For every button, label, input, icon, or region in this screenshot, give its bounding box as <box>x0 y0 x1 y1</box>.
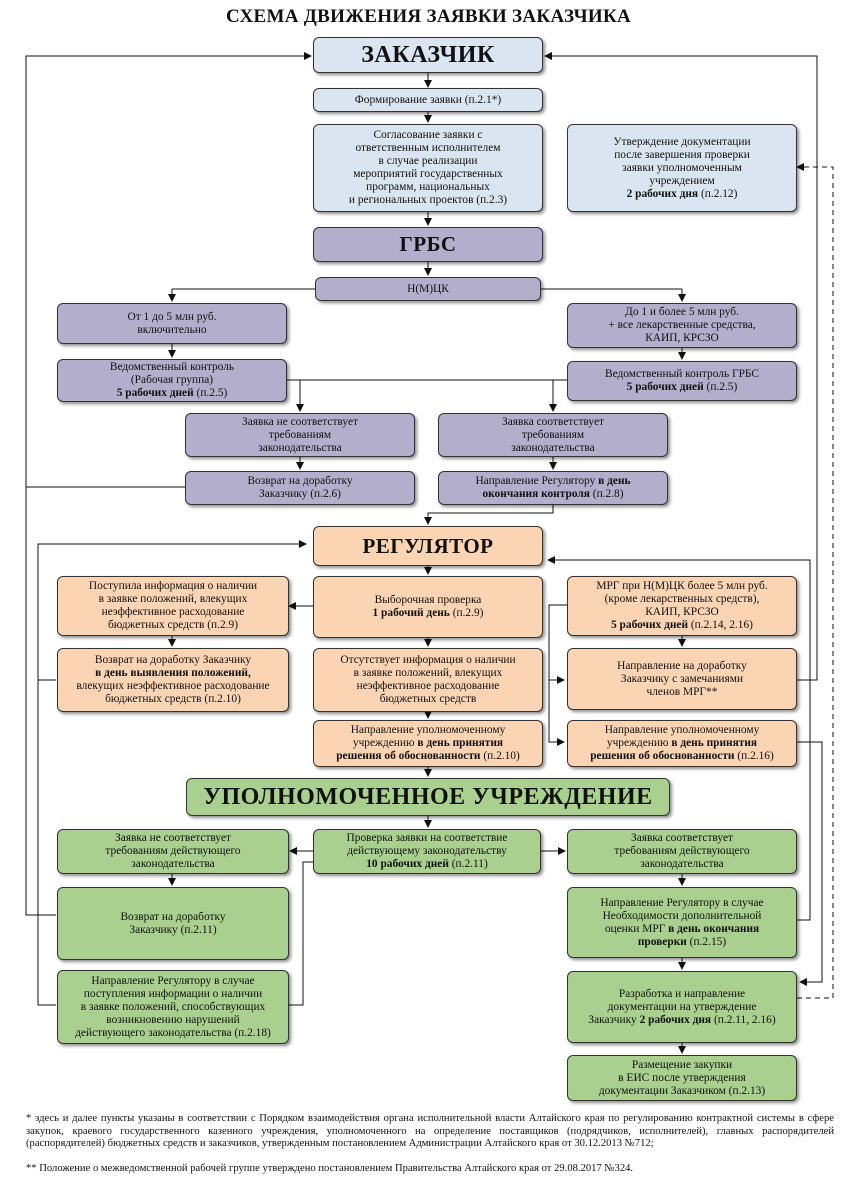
box-return-mrg: Направление на доработку Заказчику с зам… <box>567 648 797 710</box>
box-not-comply: Заявка не соответствует требованиям зако… <box>185 413 415 457</box>
box-approval: Согласование заявки с ответственным испо… <box>313 124 543 212</box>
footnote-2: ** Положение о межведомственной рабочей … <box>26 1163 634 1174</box>
box-nmck: Н(М)ЦК <box>315 277 541 301</box>
box-comply: Заявка соответствует требованиям законод… <box>438 413 668 457</box>
section-regulator: РЕГУЛЯТОР <box>313 526 543 566</box>
box-au-comply: Заявка соответствует требованиям действу… <box>567 829 797 874</box>
box-au-reg-info: Направление Регулятору в случае поступле… <box>57 970 289 1044</box>
box-au-not-comply: Заявка не соответствует требованиям дейс… <box>57 829 289 874</box>
box-no-info: Отсутствует информация о наличии в заявк… <box>313 648 543 712</box>
box-au-check: Проверка заявки на соответствие действую… <box>313 829 541 874</box>
section-customer: ЗАКАЗЧИК <box>313 37 543 73</box>
box-doc-approval: Утверждение документации после завершени… <box>567 124 797 212</box>
box-formation: Формирование заявки (п.2.1*) <box>313 88 543 112</box>
box-mrg: МРГ при Н(М)ЦК более 5 млн руб. (кроме л… <box>567 576 797 636</box>
section-grbs: ГРБС <box>313 227 543 262</box>
box-develop-docs: Разработка и направление документации на… <box>567 971 797 1043</box>
box-vedom-left: Ведомственный контроль (Рабочая группа)5… <box>57 359 287 402</box>
box-return-grbs: Возврат на доработку Заказчику (п.2.6) <box>185 471 415 505</box>
footnote-1: * здесь и далее пункты указаны в соответ… <box>26 1113 834 1149</box>
box-info-received: Поступила информация о наличии в заявке … <box>57 576 289 636</box>
box-send-au-right: Направление уполномоченному учреждению в… <box>567 720 797 767</box>
box-placement: Размещение закупки в ЕИС после утвержден… <box>567 1055 797 1101</box>
box-au-return: Возврат на доработку Заказчику (п.2.11) <box>57 887 289 960</box>
page-title: СХЕМА ДВИЖЕНИЯ ЗАЯВКИ ЗАКАЗЧИКА <box>225 6 632 27</box>
box-send-au-left: Направление уполномоченному учреждению в… <box>313 720 543 767</box>
box-from-1-to-5: От 1 до 5 млн руб. включительно <box>57 303 287 344</box>
section-authorized: УПОЛНОМОЧЕННОЕ УЧРЕЖДЕНИЕ <box>186 778 670 816</box>
box-au-send-regulator: Направление Регулятору в случае Необходи… <box>567 887 797 958</box>
box-upto-1: До 1 и более 5 млн руб. + все лекарствен… <box>567 303 797 348</box>
